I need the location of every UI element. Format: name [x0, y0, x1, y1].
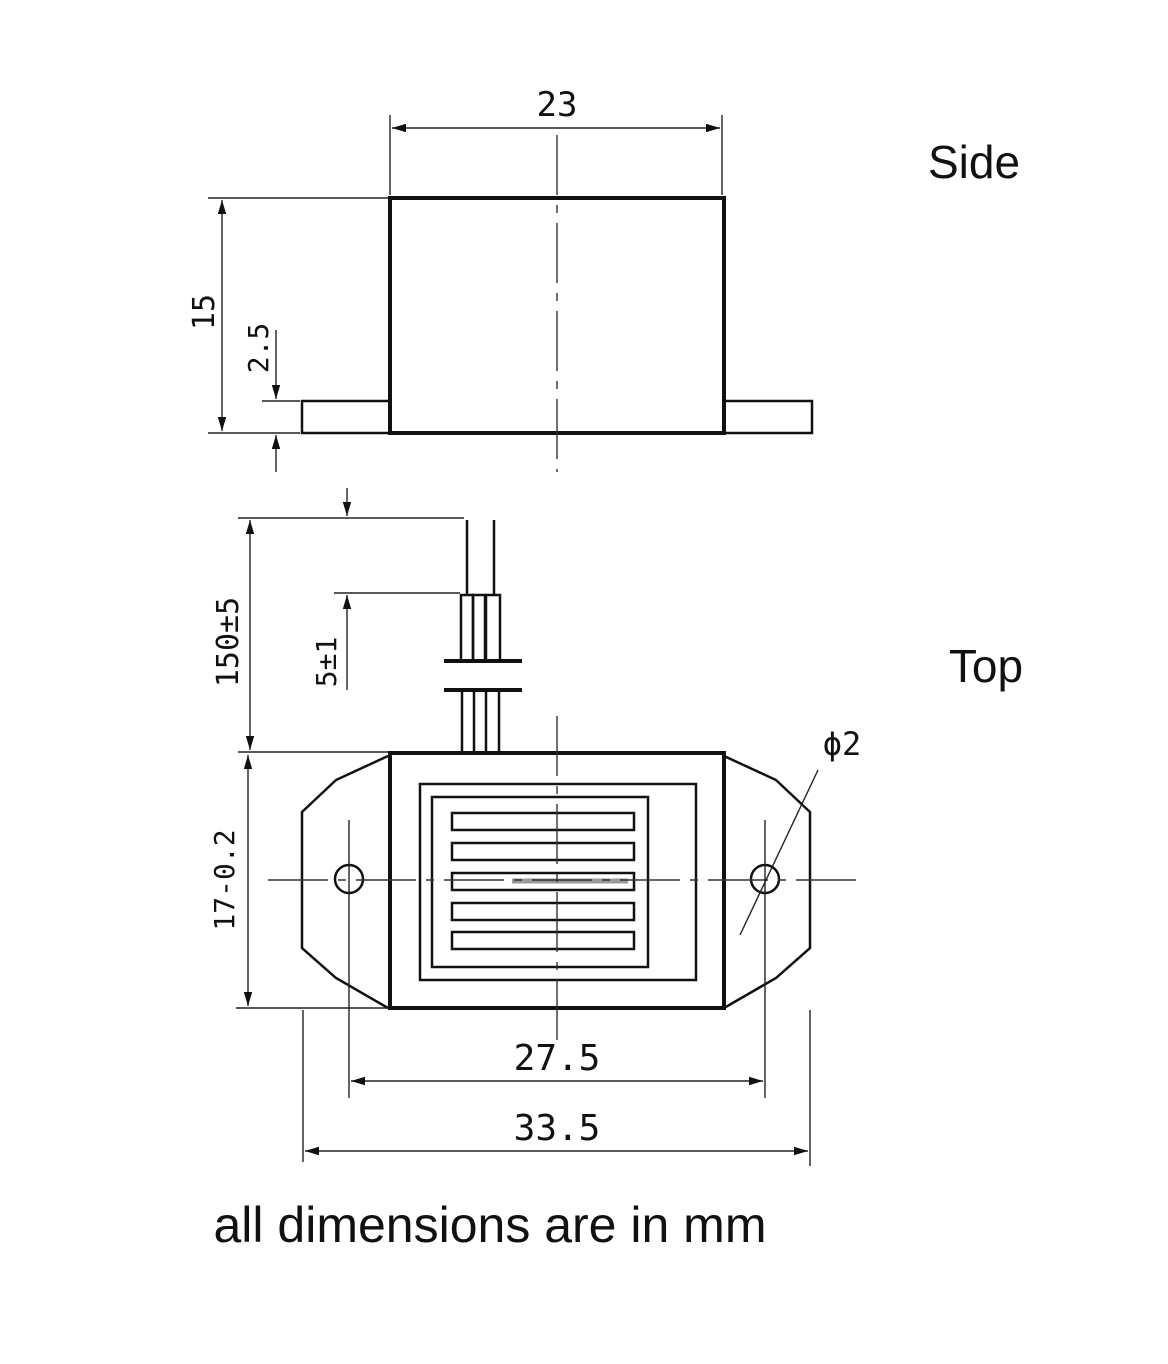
dim-body-width-label: 17-0.2	[208, 829, 241, 930]
hole-leader-line	[739, 769, 819, 936]
side-view	[300, 135, 814, 472]
grille-slot	[450, 871, 636, 892]
dim-hole-spacing-label: 27.5	[514, 1038, 601, 1079]
dim-overall-length-label: 33.5	[514, 1108, 601, 1149]
top-inner-frame	[418, 782, 698, 982]
dim-hole-diameter: ϕ2	[739, 725, 862, 936]
dim-hole-diameter-label: ϕ2	[823, 725, 862, 763]
dim-lead-strip-label: 5±1	[310, 637, 343, 688]
dim-overall-length: 33.5	[302, 1010, 811, 1166]
grille-slot	[450, 901, 636, 922]
dim-flange-height-label: 2.5	[242, 323, 275, 374]
dim-lead-length: 150±5	[211, 517, 464, 753]
dim-side-height-label: 15	[187, 294, 222, 330]
dim-hole-spacing: 27.5	[351, 1038, 763, 1086]
top-right-flange	[723, 754, 812, 1010]
top-grille-frame	[430, 795, 650, 969]
dim-side-width: 23	[389, 85, 723, 195]
side-left-flange	[300, 399, 392, 435]
grille-slot	[450, 841, 636, 862]
top-left-flange	[300, 754, 389, 1010]
grille-slot	[450, 930, 636, 951]
grille-slot	[450, 811, 636, 832]
dim-body-width: 17-0.2	[208, 755, 388, 1009]
dim-side-width-label: 23	[537, 85, 578, 125]
units-note: all dimensions are in mm	[214, 1197, 767, 1253]
dim-side-height: 15	[187, 197, 388, 434]
top-view	[268, 520, 856, 1098]
top-view-label: Top	[949, 640, 1023, 692]
side-view-label: Side	[928, 136, 1020, 188]
dim-flange-height: 2.5	[242, 323, 300, 472]
side-right-flange	[722, 399, 814, 435]
dim-lead-length-label: 150±5	[211, 597, 246, 687]
dim-lead-strip: 5±1	[310, 488, 460, 690]
